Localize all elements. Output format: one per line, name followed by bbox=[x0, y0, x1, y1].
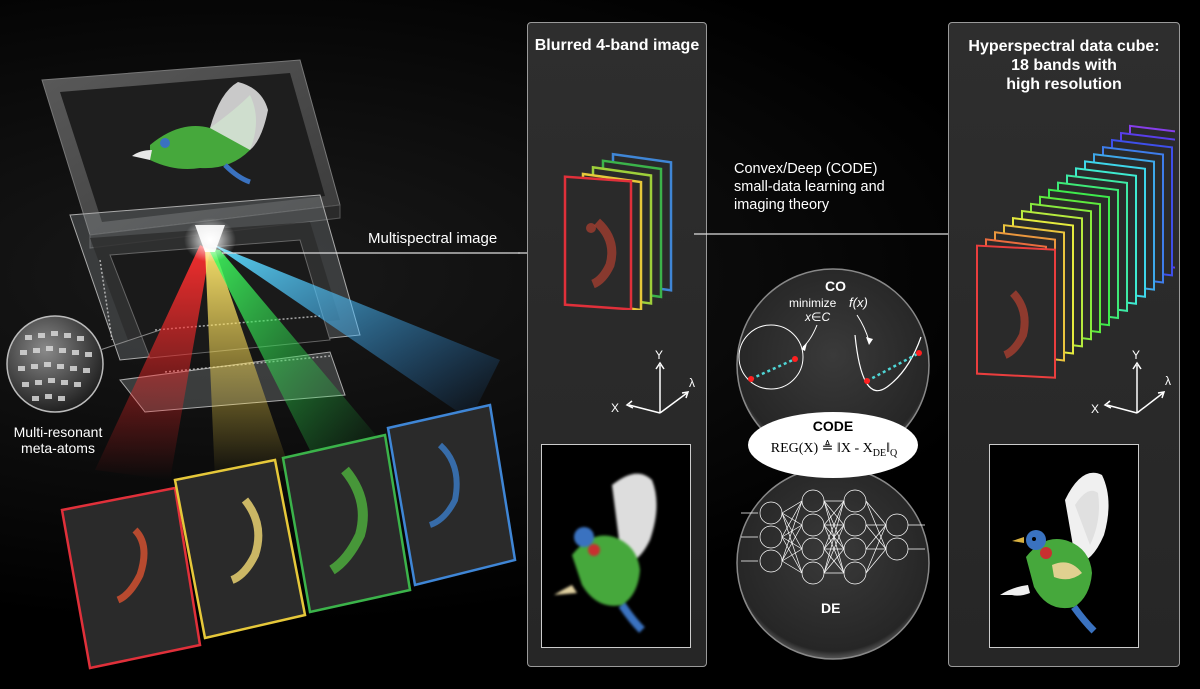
hyperspectral-cube bbox=[976, 124, 1175, 379]
axis-x-label-mid: X bbox=[611, 401, 619, 415]
axis-lambda-label-mid: λ bbox=[689, 376, 695, 390]
co-formula-fx: f(x) bbox=[849, 295, 868, 310]
de-title: DE bbox=[821, 600, 840, 616]
code-formula-main: REG(X) ≜ ‖X - X bbox=[770, 441, 873, 456]
meta-atoms-label-line2: meta-atoms bbox=[21, 440, 95, 456]
meta-atoms-pattern bbox=[18, 331, 92, 401]
red-band-frame bbox=[60, 486, 202, 670]
axis-lambda-label-right: λ bbox=[1165, 374, 1171, 388]
code-title: CODE bbox=[812, 418, 854, 434]
axis-x-label-right: X bbox=[1091, 402, 1099, 416]
green-beam bbox=[208, 248, 380, 470]
bird-on-display-icon bbox=[132, 82, 268, 185]
yellow-band-frame bbox=[173, 458, 307, 640]
device-illustration bbox=[6, 59, 520, 670]
axis-y-label-mid: Y bbox=[655, 348, 663, 362]
reconstructed-bird-icon bbox=[1000, 472, 1109, 634]
co-title: CO bbox=[825, 278, 846, 294]
co-sphere: CO minimize f(x) x∈C bbox=[736, 268, 930, 660]
green-band-frame bbox=[281, 433, 412, 614]
hyperspectral-title-line2: 18 bands with bbox=[1011, 57, 1117, 74]
meta-atoms-label: Multi-resonant meta-atoms bbox=[8, 424, 108, 456]
yellow-beam bbox=[205, 248, 290, 480]
cyan-beam bbox=[212, 244, 500, 420]
axes-right: Y X λ bbox=[1091, 348, 1171, 416]
code-arrow bbox=[694, 229, 972, 239]
reconstructed-bird-image bbox=[989, 444, 1139, 648]
co-formula-minimize: minimize bbox=[789, 296, 837, 310]
blurred-band-panel-title: Blurred 4-band image bbox=[534, 37, 700, 54]
code-formula-q: Q bbox=[890, 447, 898, 459]
cube-front-band-bird bbox=[1003, 290, 1029, 359]
code-formula-sub: DE bbox=[872, 447, 887, 459]
code-description-line1: Convex/Deep (CODE) bbox=[734, 161, 878, 177]
blurred-band-stack bbox=[563, 152, 673, 310]
neural-network-diagram bbox=[741, 489, 925, 585]
hyperspectral-title-line3: high resolution bbox=[1006, 76, 1122, 93]
code-formula-end: ‖ bbox=[886, 441, 891, 456]
hyperspectral-title-line1: Hyperspectral data cube: bbox=[968, 38, 1160, 55]
code-formula: REG(X) ≜ ‖X - XDE‖Q bbox=[754, 440, 914, 459]
code-description: Convex/Deep (CODE) small-data learning a… bbox=[734, 160, 885, 214]
red-beam bbox=[95, 245, 210, 480]
meta-atoms-sphere bbox=[6, 315, 104, 413]
cube-band-1 bbox=[976, 244, 1056, 379]
blurred-bird-icon bbox=[554, 473, 657, 633]
axes-middle: Y X λ bbox=[611, 348, 695, 415]
meta-atoms-label-line1: Multi-resonant bbox=[13, 424, 103, 440]
convex-function-chord bbox=[866, 351, 920, 383]
convex-set-circle bbox=[738, 324, 804, 390]
multispectral-arrow-label: Multispectral image bbox=[368, 230, 498, 247]
co-formula-constraint: x∈C bbox=[804, 310, 830, 324]
convex-set-segment bbox=[750, 357, 796, 381]
hyperspectral-panel-title: Hyperspectral data cube: 18 bands with h… bbox=[949, 37, 1179, 94]
code-ellipse bbox=[748, 412, 918, 478]
blue-band-frame bbox=[386, 403, 517, 587]
code-description-line3: imaging theory bbox=[734, 197, 830, 213]
axis-y-label-right: Y bbox=[1132, 348, 1140, 362]
code-description-line2: small-data learning and bbox=[734, 179, 885, 195]
blurred-bird-image bbox=[541, 444, 691, 648]
